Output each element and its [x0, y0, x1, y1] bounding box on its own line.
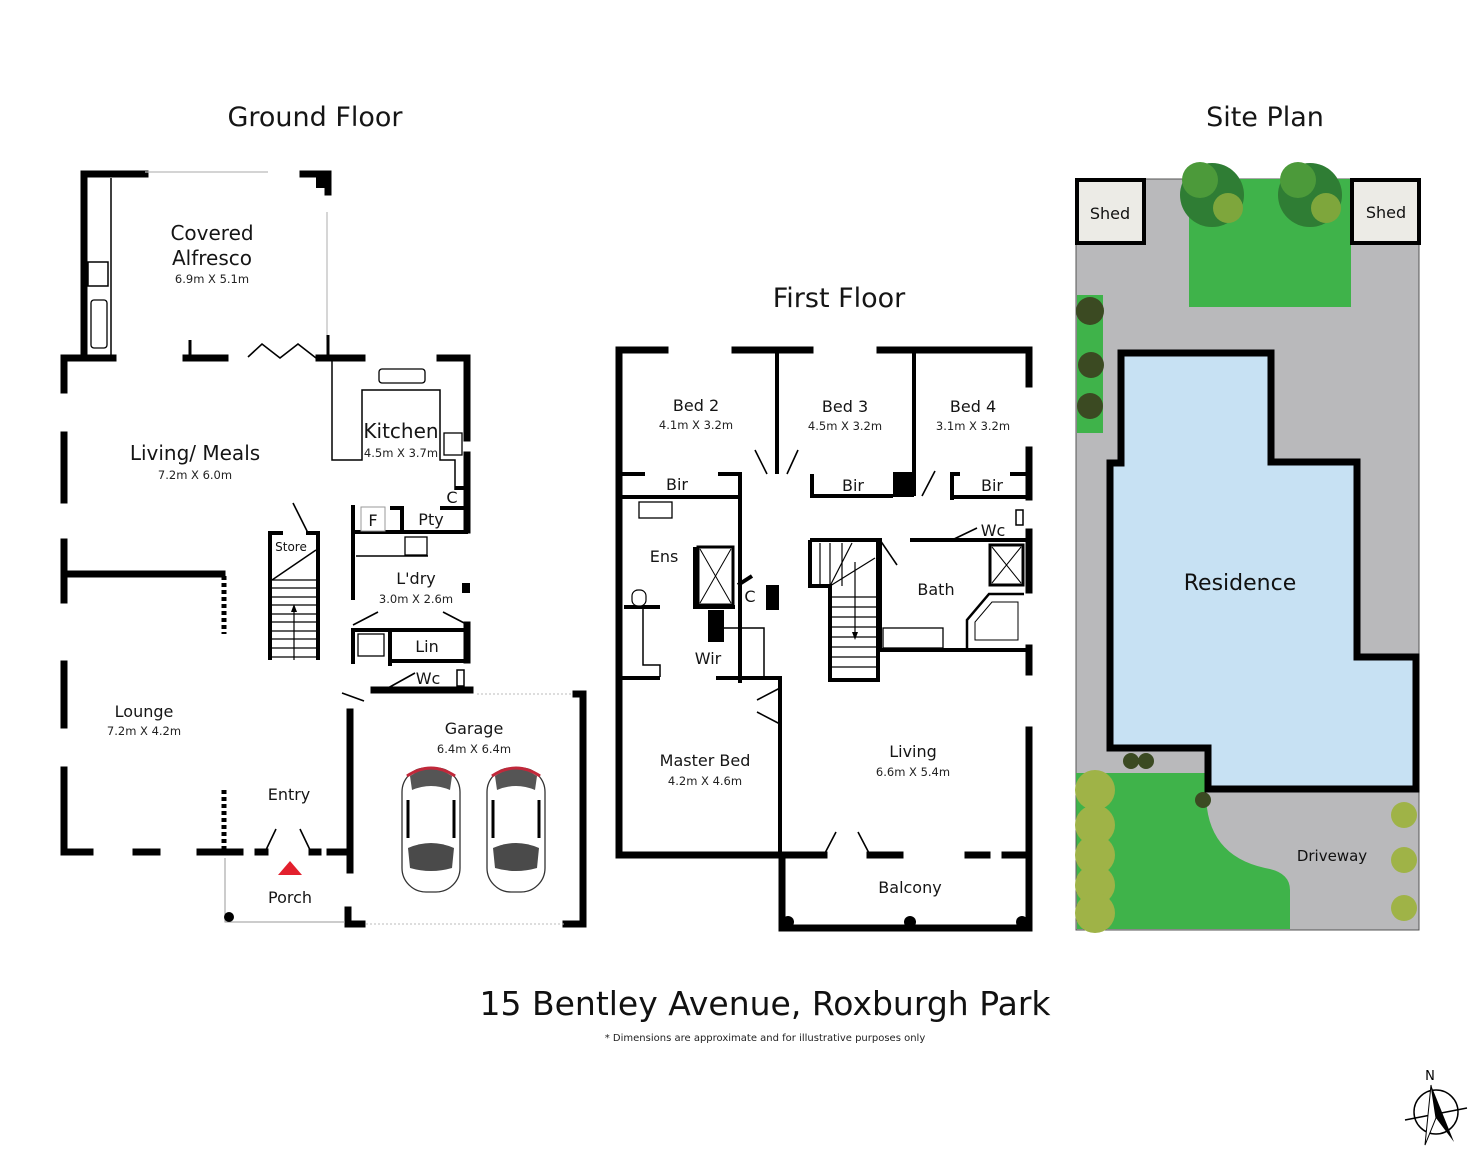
- bed2-dims: 4.1m X 3.2m: [659, 418, 733, 432]
- cupboard-label: C: [744, 587, 755, 606]
- laundry-dims: 3.0m X 2.6m: [379, 592, 453, 606]
- porch-label: Porch: [268, 888, 312, 907]
- disclaimer-note: * Dimensions are approximate and for ill…: [605, 1033, 926, 1044]
- ground-floor-plan: Ground Floor Covered Alfresco 6.9m X 5.1…: [60, 102, 587, 928]
- pantry-label: Pty: [418, 510, 443, 529]
- laundry-tub-icon: [404, 536, 428, 556]
- bathtub-icon: [974, 601, 1019, 641]
- vanity-icon: [638, 501, 673, 519]
- north-label: N: [1425, 1069, 1435, 1084]
- ground-stairs: Store: [268, 502, 320, 660]
- bed3-dims: 4.5m X 3.2m: [808, 419, 882, 433]
- fridge-label: F: [368, 511, 377, 530]
- tree-icon: [1278, 162, 1342, 227]
- toilet-icon: [631, 589, 647, 607]
- wir-label: Wir: [695, 649, 722, 668]
- lounge-label: Lounge: [115, 702, 174, 721]
- tree-icon: [1180, 162, 1244, 227]
- shed-right: [1350, 178, 1421, 245]
- balcony-post: [782, 916, 794, 928]
- bed2-label: Bed 2: [673, 396, 719, 415]
- laundry-label: L'dry: [396, 569, 436, 588]
- ground-floor-title: Ground Floor: [227, 102, 403, 133]
- entry-label: Entry: [268, 785, 311, 804]
- driveway-label: Driveway: [1297, 847, 1367, 865]
- property-address: 15 Bentley Avenue, Roxburgh Park: [479, 984, 1051, 1023]
- wc-label: Wc: [981, 521, 1006, 540]
- residence-label: Residence: [1184, 571, 1296, 596]
- living-dims: 6.6m X 5.4m: [876, 765, 950, 779]
- master-bed-label: Master Bed: [660, 751, 751, 770]
- bed2-bir-label: Bir: [666, 475, 688, 494]
- balcony-post: [1016, 916, 1028, 928]
- master-bed-dims: 4.2m X 4.6m: [668, 774, 742, 788]
- site-plan-title: Site Plan: [1206, 102, 1324, 133]
- shed-right-label: Shed: [1366, 203, 1406, 222]
- porch-entry: Porch Entry: [224, 785, 345, 923]
- north-arrow-icon: N: [1404, 1069, 1468, 1146]
- front-lawn: [1076, 773, 1290, 929]
- first-floor-plan: First Floor: [615, 283, 1033, 932]
- shed-left: [1075, 178, 1146, 245]
- alfresco-dims: 6.9m X 5.1m: [175, 272, 249, 286]
- shrub-icons: [1075, 297, 1417, 933]
- balcony-label: Balcony: [878, 878, 941, 897]
- residence-footprint: [1106, 349, 1420, 793]
- first-floor-title: First Floor: [773, 283, 906, 314]
- site-plan: Site Plan Shed Shed Residence Driveway: [1075, 102, 1421, 933]
- vanity-icon: [357, 633, 385, 657]
- car-icon: [401, 766, 461, 893]
- porch-post: [224, 912, 234, 922]
- car-icon: [486, 766, 546, 893]
- bed3-bir-label: Bir: [842, 476, 864, 495]
- bbq-icon: [87, 261, 109, 287]
- ground-floor-walls: [60, 340, 471, 874]
- linen-label: Lin: [415, 637, 439, 656]
- kitchen-label: Kitchen: [363, 419, 438, 443]
- kitchen-dims: 4.5m X 3.7m: [364, 446, 438, 460]
- toilet-icon: [456, 669, 465, 687]
- double-vanity-icon: [882, 627, 944, 649]
- garage-label: Garage: [445, 719, 504, 738]
- shed-left-label: Shed: [1090, 204, 1130, 223]
- cupboard-label: C: [446, 488, 457, 507]
- lounge-dims: 7.2m X 4.2m: [107, 724, 181, 738]
- first-floor-walls: [615, 346, 1033, 932]
- alfresco-label-2: Alfresco: [172, 246, 252, 270]
- cooktop-icon: [443, 432, 463, 456]
- fridge-space: [360, 506, 386, 532]
- stair-up-arrow-icon: [291, 604, 297, 612]
- bed4-bir-label: Bir: [981, 476, 1003, 495]
- sink-icon: [90, 299, 108, 349]
- garage-dims: 6.4m X 6.4m: [437, 742, 511, 756]
- living-meals-dims: 7.2m X 6.0m: [158, 468, 232, 482]
- living-meals-label: Living/ Meals: [130, 441, 260, 465]
- stair-down-arrow-icon: [852, 632, 858, 640]
- bath-label: Bath: [917, 580, 954, 599]
- alfresco-label-1: Covered: [170, 221, 253, 245]
- kitchen-sink-icon: [378, 368, 426, 384]
- service-rooms: C F Pty L'dry 3.0m X 2.6m Lin Wc: [341, 486, 474, 856]
- bed4-dims: 3.1m X 3.2m: [936, 419, 1010, 433]
- alfresco-area: Covered Alfresco 6.9m X 5.1m: [80, 170, 332, 362]
- ensuite-label: Ens: [650, 547, 679, 566]
- bed4-label: Bed 4: [950, 397, 996, 416]
- store-label: Store: [275, 540, 307, 554]
- wc-label: Wc: [416, 669, 441, 688]
- toilet-icon: [1015, 509, 1024, 526]
- garage: Garage 6.4m X 6.4m: [344, 690, 587, 928]
- balcony-post: [904, 916, 916, 928]
- bed3-label: Bed 3: [822, 397, 868, 416]
- entrance-marker-icon: [278, 861, 302, 875]
- living-label: Living: [889, 742, 937, 761]
